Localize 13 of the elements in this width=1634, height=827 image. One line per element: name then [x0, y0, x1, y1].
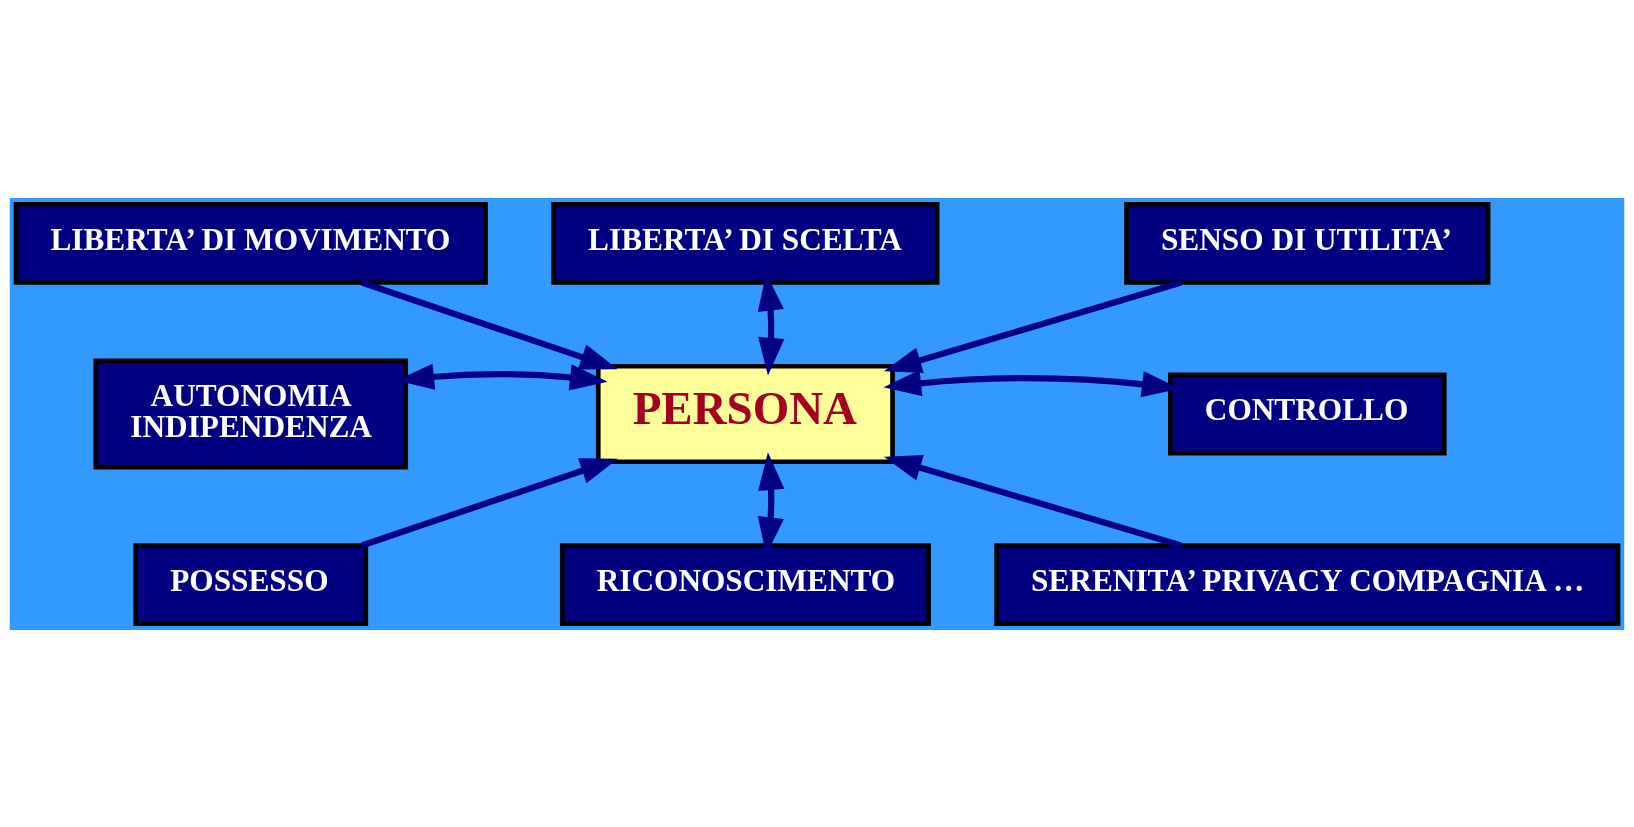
arrow: [883, 279, 1183, 373]
arrow: [360, 279, 618, 370]
node-box: SERENITA’ PRIVACY COMPAGNIA …: [994, 542, 1621, 626]
node-box: LIBERTA’ DI MOVIMENTO: [13, 201, 488, 285]
node-box: POSSESSO: [133, 542, 369, 626]
node-box: PERSONA: [595, 363, 895, 464]
arrow: [883, 454, 1182, 548]
node-box: LIBERTA’ DI SCELTA: [551, 201, 940, 285]
node-box: RICONOSCIMENTO: [559, 542, 931, 626]
node-box: CONTROLLO: [1168, 372, 1447, 455]
arrow: [360, 457, 618, 548]
node-box: AUTONOMIA INDIPENDENZA: [93, 357, 409, 470]
node-box: SENSO DI UTILITA’: [1124, 201, 1491, 285]
